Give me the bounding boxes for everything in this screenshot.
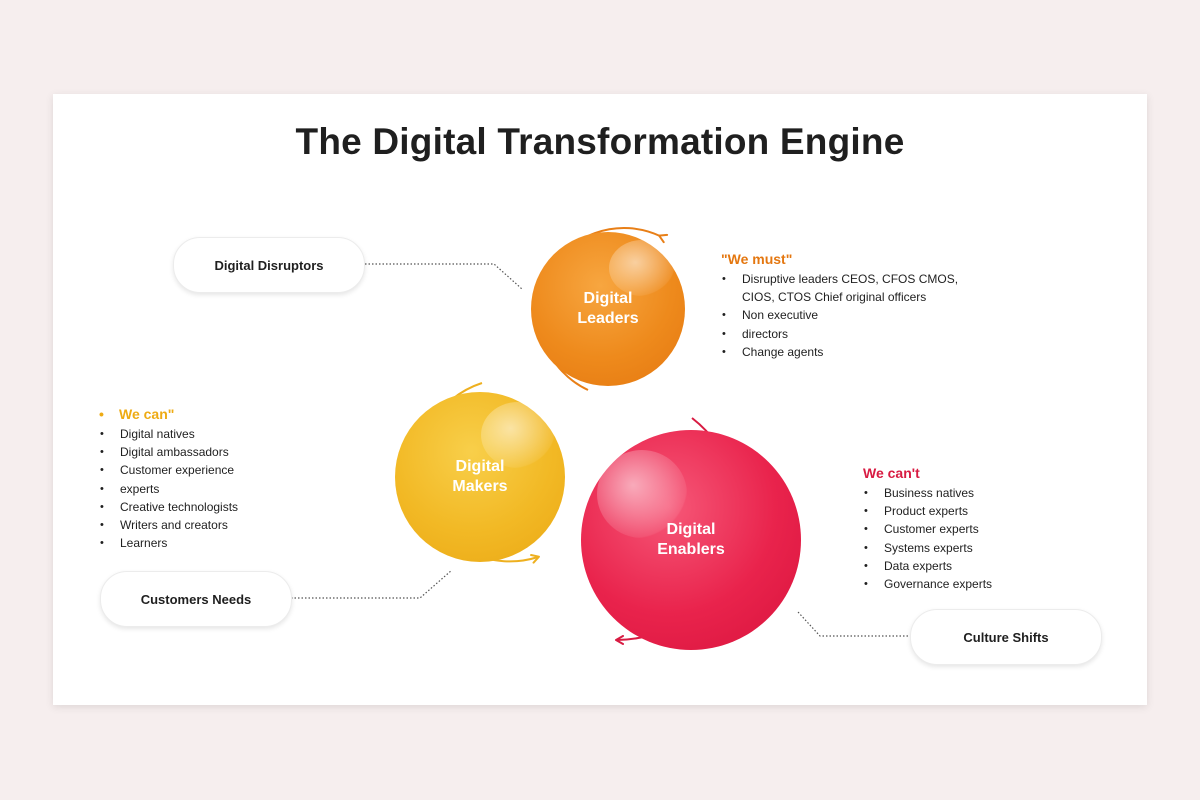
circle-label: Digital Makers <box>452 458 508 495</box>
list-item: Business natives <box>863 484 1083 502</box>
list-item: Digital ambassadors <box>99 443 319 461</box>
list-heading: "We must" <box>721 251 793 267</box>
list-item: Customer experts <box>863 520 1083 538</box>
heading-bullet: • <box>99 406 104 422</box>
list-item: Governance experts <box>863 575 1083 593</box>
list-we-cant: We can't Business natives Product expert… <box>863 465 1083 593</box>
list-items: Business natives Product experts Custome… <box>863 484 1083 593</box>
list-we-can: • We can" Digital natives Digital ambassa… <box>99 406 319 553</box>
pill-digital-disruptors: Digital Disruptors <box>173 237 365 293</box>
connector-culture <box>797 611 908 637</box>
list-item: Product experts <box>863 502 1083 520</box>
circle-digital-enablers: Digital Enablers <box>581 430 801 650</box>
list-item: Systems experts <box>863 539 1083 557</box>
list-item: experts <box>99 480 319 498</box>
list-heading: • We can" <box>99 406 319 422</box>
circle-gloss <box>481 402 555 468</box>
pill-label: Digital Disruptors <box>214 257 324 273</box>
list-item: Writers and creators <box>99 516 319 534</box>
connector-customers <box>291 569 453 599</box>
list-item: Creative technologists <box>99 498 319 516</box>
list-we-must: "We must" Disruptive leaders CEOS, CFOS … <box>721 251 1001 361</box>
pill-label: Customers Needs <box>140 591 252 607</box>
list-item: Customer experience <box>99 461 319 479</box>
pill-label: Culture Shifts <box>963 629 1049 645</box>
pill-culture-shifts: Culture Shifts <box>910 609 1102 665</box>
circle-digital-leaders: Digital Leaders <box>531 232 685 386</box>
circle-gloss <box>609 240 675 296</box>
circle-gloss <box>597 450 687 538</box>
list-item: directors <box>721 325 1001 343</box>
list-item: Change agents <box>721 343 1001 361</box>
pill-customers-needs: Customers Needs <box>100 571 292 627</box>
list-item: Disruptive leaders CEOS, CFOS CMOS, CIOS… <box>721 270 1001 306</box>
list-heading: We can't <box>863 465 920 481</box>
list-item: Digital natives <box>99 425 319 443</box>
list-items: Disruptive leaders CEOS, CFOS CMOS, CIOS… <box>721 270 1001 361</box>
circle-label: Digital Leaders <box>577 290 639 327</box>
circle-digital-makers: Digital Makers <box>395 392 565 562</box>
list-item: Non executive <box>721 306 1001 324</box>
page-title: The Digital Transformation Engine <box>295 121 905 162</box>
list-items: Digital natives Digital ambassadors Cust… <box>99 425 319 553</box>
heading-text: We can" <box>119 406 175 422</box>
connector-disruptors <box>365 263 523 290</box>
list-item: Data experts <box>863 557 1083 575</box>
list-item: Learners <box>99 534 319 552</box>
circle-label: Digital Enablers <box>657 521 725 558</box>
